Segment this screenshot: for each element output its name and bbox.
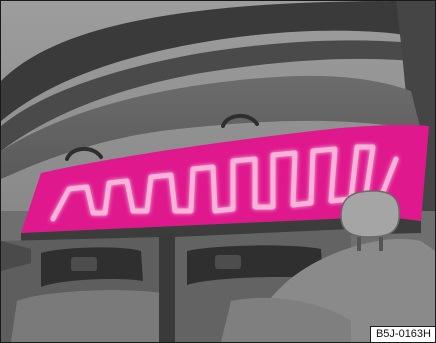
front-door-handle [71, 257, 97, 271]
front-seat-back [11, 290, 161, 342]
headrest-post-right [379, 237, 383, 251]
headrest-post-left [357, 237, 361, 251]
b-pillar [159, 233, 175, 342]
rear-door-handle [215, 255, 241, 269]
rear-headrest [341, 191, 399, 237]
figure-reference-code: B5J-0163H [370, 326, 435, 342]
